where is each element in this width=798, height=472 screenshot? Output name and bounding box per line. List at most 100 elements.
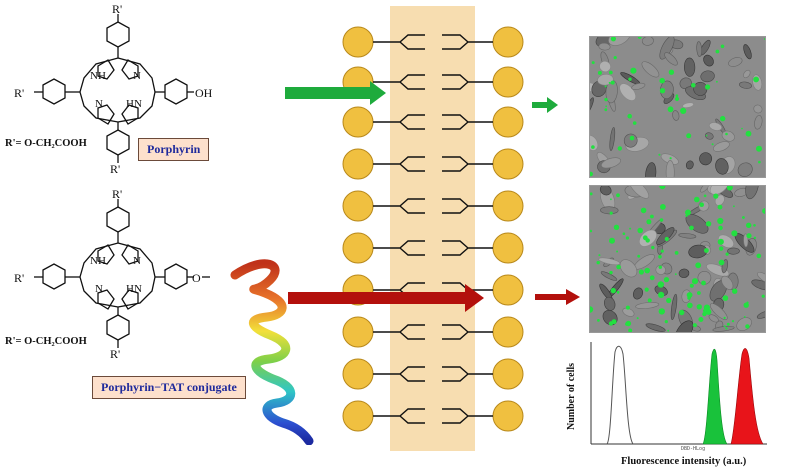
green-fluorescence-spot (756, 145, 762, 152)
green-fluorescence-spot (659, 77, 665, 84)
green-fluorescence-spot (715, 49, 720, 54)
green-fluorescence-spot (663, 277, 670, 283)
lipid-tail-outer (373, 74, 425, 90)
green-fluorescence-spot (705, 134, 708, 137)
cell-shape (601, 157, 621, 169)
microscopy-image-porphyrin-tat (589, 185, 766, 333)
cell-shape (678, 268, 690, 278)
cell-shape (664, 52, 678, 66)
green-fluorescence-spot (613, 56, 617, 60)
cell-shape (608, 37, 631, 46)
green-fluorescence-spot (625, 236, 629, 240)
cell-shape (706, 263, 730, 277)
cell-shape (635, 302, 660, 309)
cell-shape (721, 275, 734, 290)
green-fluorescence-spot (629, 135, 635, 141)
lipid-tail-inner (442, 324, 493, 340)
flow-cytometry-histogram (590, 342, 767, 445)
green-fluorescence-spot (680, 107, 687, 114)
cell-shape (675, 320, 694, 332)
green-fluorescence-spot (762, 208, 765, 214)
green-fluorescence-spot (732, 288, 738, 294)
green-fluorescence-spot (610, 80, 615, 85)
cell-shape (645, 162, 657, 177)
green-fluorescence-spot (702, 311, 707, 317)
green-fluorescence-spot (590, 229, 593, 233)
green-fluorescence-spot (637, 37, 642, 39)
green-fluorescence-spot (718, 246, 724, 251)
green-fluorescence-spot (629, 227, 632, 230)
green-fluorescence-spot (669, 157, 672, 160)
green-fluorescence-spot (726, 186, 733, 191)
green-fluorescence-spot (597, 319, 600, 322)
lipid-tail-inner (442, 240, 493, 256)
cell-shape (590, 134, 599, 151)
green-fluorescence-spot (701, 280, 706, 286)
cell-shape (754, 115, 763, 130)
green-fluorescence-spot (622, 232, 626, 235)
green-fluorescence-spot (609, 270, 613, 275)
green-fluorescence-spot (616, 264, 621, 270)
cell-shape (728, 57, 743, 67)
cell-shape (598, 42, 611, 51)
green-fluorescence-spot (616, 290, 620, 294)
green-fluorescence-spot (713, 193, 719, 199)
green-fluorescence-spot (745, 324, 750, 329)
green-fluorescence-spot (743, 302, 749, 308)
green-fluorescence-spot (590, 171, 593, 177)
green-fluorescence-spot (625, 305, 630, 310)
green-fluorescence-spot (628, 328, 633, 332)
cell-shape (683, 57, 696, 77)
green-fluorescence-spot (667, 329, 670, 332)
green-fluorescence-spot (666, 297, 672, 304)
green-fluorescence-spot (753, 76, 759, 83)
green-fluorescence-spot (658, 308, 665, 315)
green-fluorescence-spot (608, 81, 611, 84)
cell-shape (737, 162, 753, 177)
green-fluorescence-spot (702, 309, 706, 312)
green-fluorescence-spot (746, 301, 749, 304)
cell-shape (670, 293, 678, 320)
green-fluorescence-spot (705, 221, 712, 227)
green-fluorescence-spot (609, 237, 615, 244)
green-fluorescence-spot (664, 320, 668, 324)
green-fluorescence-spot (761, 294, 765, 298)
cell-shape (599, 60, 611, 73)
lipid-tail-outer (373, 198, 425, 214)
green-fluorescence-spot (659, 186, 666, 190)
green-fluorescence-spot (628, 77, 632, 81)
green-fluorescence-spot (636, 317, 639, 320)
r-group-left: R' (14, 86, 25, 100)
green-fluorescence-spot (691, 83, 696, 88)
r-group-left-2: R' (14, 271, 25, 285)
green-fluorescence-spot (720, 44, 725, 49)
green-fluorescence-spot (644, 287, 649, 292)
lipid-tail-outer (373, 114, 425, 130)
green-fluorescence-spot (722, 295, 729, 301)
green-fluorescence-spot (617, 146, 622, 151)
green-fluorescence-spot (725, 132, 728, 136)
cell-shape (699, 152, 713, 166)
green-fluorescence-spot (625, 320, 632, 327)
r-definition-top: R'= O-CH₂COOH (5, 138, 87, 149)
green-fluorescence-spot (705, 84, 711, 90)
green-fluorescence-spot (604, 85, 607, 88)
green-fluorescence-spot (658, 255, 662, 259)
green-fluorescence-spot (675, 94, 679, 97)
green-fluorescence-spot (658, 265, 662, 269)
lipid-tail-inner (442, 366, 493, 382)
histogram-ylabel: Number of cells (566, 362, 577, 430)
green-fluorescence-spot (645, 238, 650, 243)
green-fluorescence-spot (711, 143, 714, 146)
green-fluorescence-spot (598, 254, 601, 257)
green-fluorescence-spot (697, 291, 701, 295)
green-fluorescence-spot (731, 230, 738, 237)
green-fluorescence-spot (718, 225, 723, 231)
green-arrow-small (532, 97, 558, 113)
green-fluorescence-spot (674, 273, 677, 276)
green-fluorescence-spot (667, 106, 674, 113)
green-fluorescence-spot (660, 204, 666, 210)
porphyrin-tat-label: Porphyrin−TAT conjugate (92, 376, 246, 399)
green-fluorescence-spot (758, 160, 761, 164)
hn-bottom-label: HN (126, 98, 142, 110)
